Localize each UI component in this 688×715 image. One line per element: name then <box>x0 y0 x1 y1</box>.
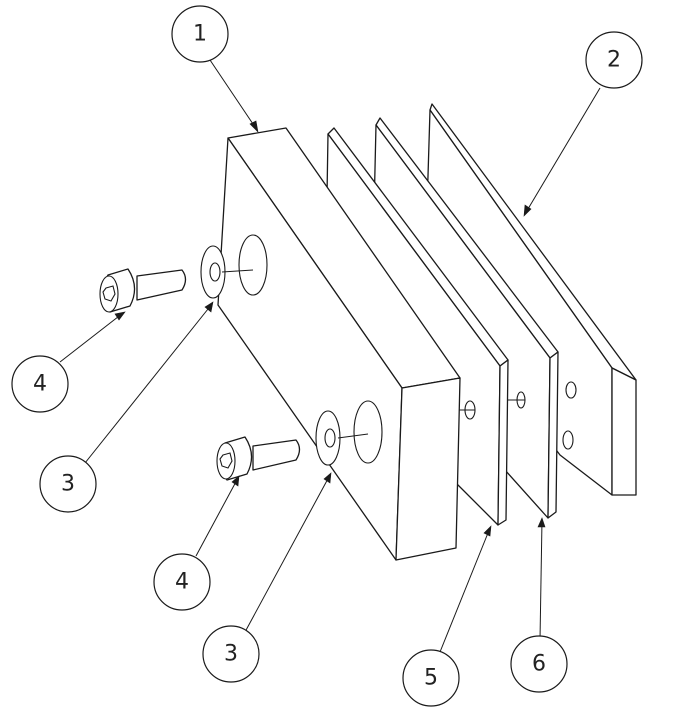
balloon-3-lower: 3 <box>202 625 260 683</box>
leader-lines <box>59 59 601 653</box>
balloon-label: 1 <box>193 22 207 47</box>
lower-bolt <box>216 436 301 481</box>
balloon-label: 5 <box>424 666 438 691</box>
block-1 <box>217 127 461 561</box>
balloon-label: 3 <box>61 472 75 497</box>
balloon-label: 2 <box>607 48 621 73</box>
balloon-label: 4 <box>33 372 47 397</box>
balloon-4-upper: 4 <box>11 355 69 413</box>
balloon-4-lower: 4 <box>153 553 211 611</box>
balloon-3-upper: 3 <box>39 455 97 513</box>
upper-bolt <box>99 268 187 313</box>
lower-washer <box>315 410 369 466</box>
upper-bolt-hole <box>238 234 268 296</box>
balloon-label: 3 <box>224 642 238 667</box>
lower-bolt-hole <box>353 400 383 464</box>
balloon-1: 1 <box>171 5 229 63</box>
upper-washer <box>200 245 254 299</box>
balloon-2: 2 <box>585 31 643 89</box>
balloon-label: 6 <box>532 652 546 677</box>
balloon-6: 6 <box>510 635 568 693</box>
balloon-label: 4 <box>175 570 189 595</box>
balloon-5: 5 <box>402 649 460 707</box>
